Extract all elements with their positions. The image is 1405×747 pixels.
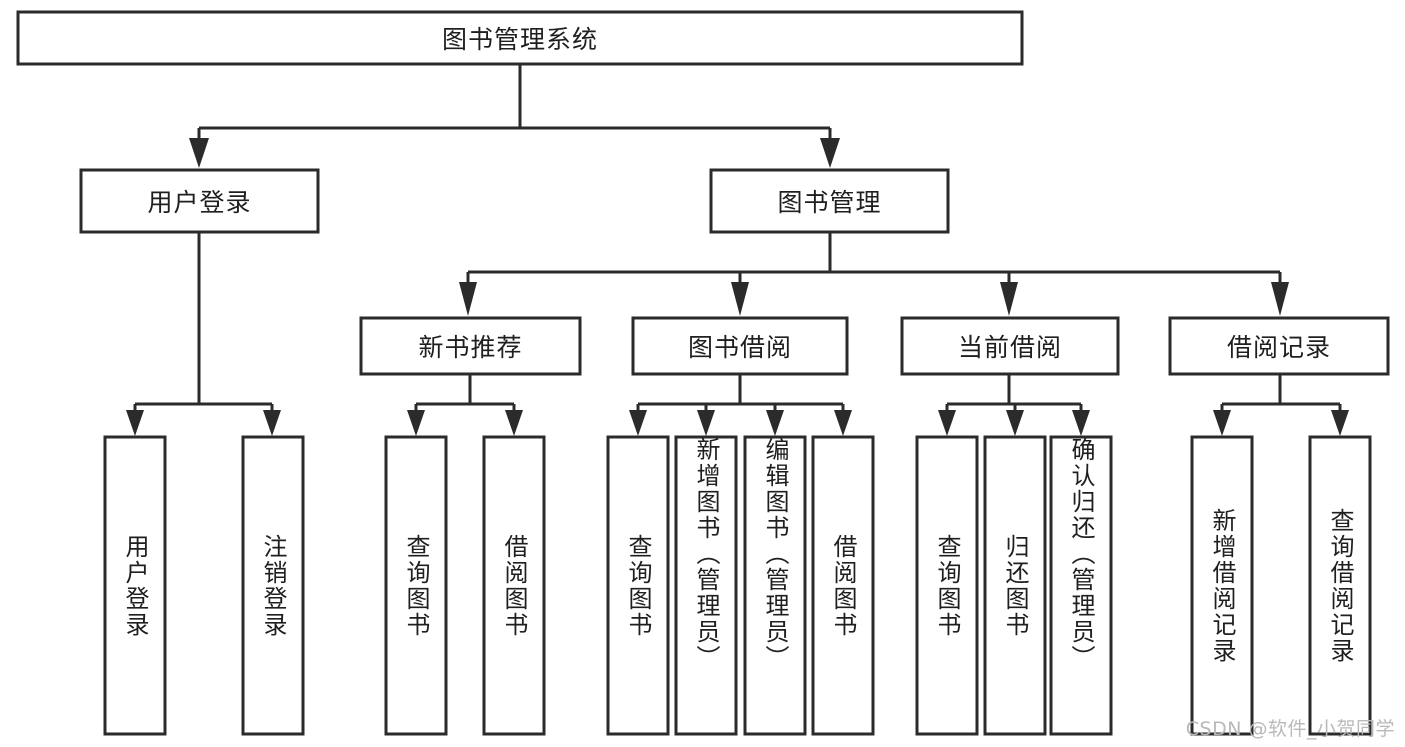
node-leaf-add-book[interactable]: [674, 435, 738, 736]
node-leaf-add-record[interactable]: [1190, 435, 1254, 736]
arrow-head-leaf-confirm-return: [1072, 410, 1090, 436]
node-leaf-return-book[interactable]: [983, 435, 1047, 736]
arrow-head-leaf-query-book-3: [938, 410, 956, 436]
node-book-manage[interactable]: [709, 168, 950, 234]
arrow-head-leaf-add-record: [1213, 410, 1231, 436]
node-leaf-query-book-2[interactable]: [606, 435, 670, 736]
arrow-head-current-borrow: [1000, 282, 1018, 316]
arrow-head-leaf-add-book: [697, 410, 715, 436]
node-borrow-record[interactable]: [1168, 316, 1390, 376]
node-leaf-query-record[interactable]: [1308, 435, 1372, 736]
arrow-head-leaf-borrow-book-2: [834, 410, 852, 436]
arrow-head-book-borrow: [731, 282, 749, 316]
arrow-head-borrow-record: [1271, 282, 1289, 316]
arrow-head-leaf-logout: [263, 410, 281, 436]
node-leaf-borrow-book-1[interactable]: [482, 435, 546, 736]
node-leaf-borrow-book-2[interactable]: [811, 435, 875, 736]
arrow-head-leaf-edit-book: [766, 410, 784, 436]
node-current-borrow[interactable]: [900, 316, 1120, 376]
node-leaf-query-book-1[interactable]: [384, 435, 448, 736]
arrow-head-leaf-query-book-2: [629, 410, 647, 436]
arrow-head-user-login: [189, 138, 209, 168]
node-leaf-query-book-3[interactable]: [915, 435, 979, 736]
node-leaf-logout[interactable]: [241, 435, 305, 736]
arrow-head-leaf-borrow-book-1: [505, 410, 523, 436]
arrow-head-leaf-user-login: [126, 410, 144, 436]
node-leaf-confirm-return[interactable]: [1049, 435, 1113, 736]
node-new-book-recommend[interactable]: [359, 316, 582, 376]
node-book-borrow[interactable]: [631, 316, 849, 376]
arrow-head-leaf-query-record: [1331, 410, 1349, 436]
arrow-head-new-book-recommend: [459, 282, 477, 316]
arrow-head-leaf-return-book: [1006, 410, 1024, 436]
arrow-head-leaf-query-book-1: [407, 410, 425, 436]
arrow-head-book-manage: [820, 138, 840, 168]
node-root[interactable]: [16, 10, 1024, 66]
node-user-login[interactable]: [79, 168, 320, 234]
node-leaf-edit-book[interactable]: [743, 435, 807, 736]
node-leaf-user-login[interactable]: [103, 435, 167, 736]
